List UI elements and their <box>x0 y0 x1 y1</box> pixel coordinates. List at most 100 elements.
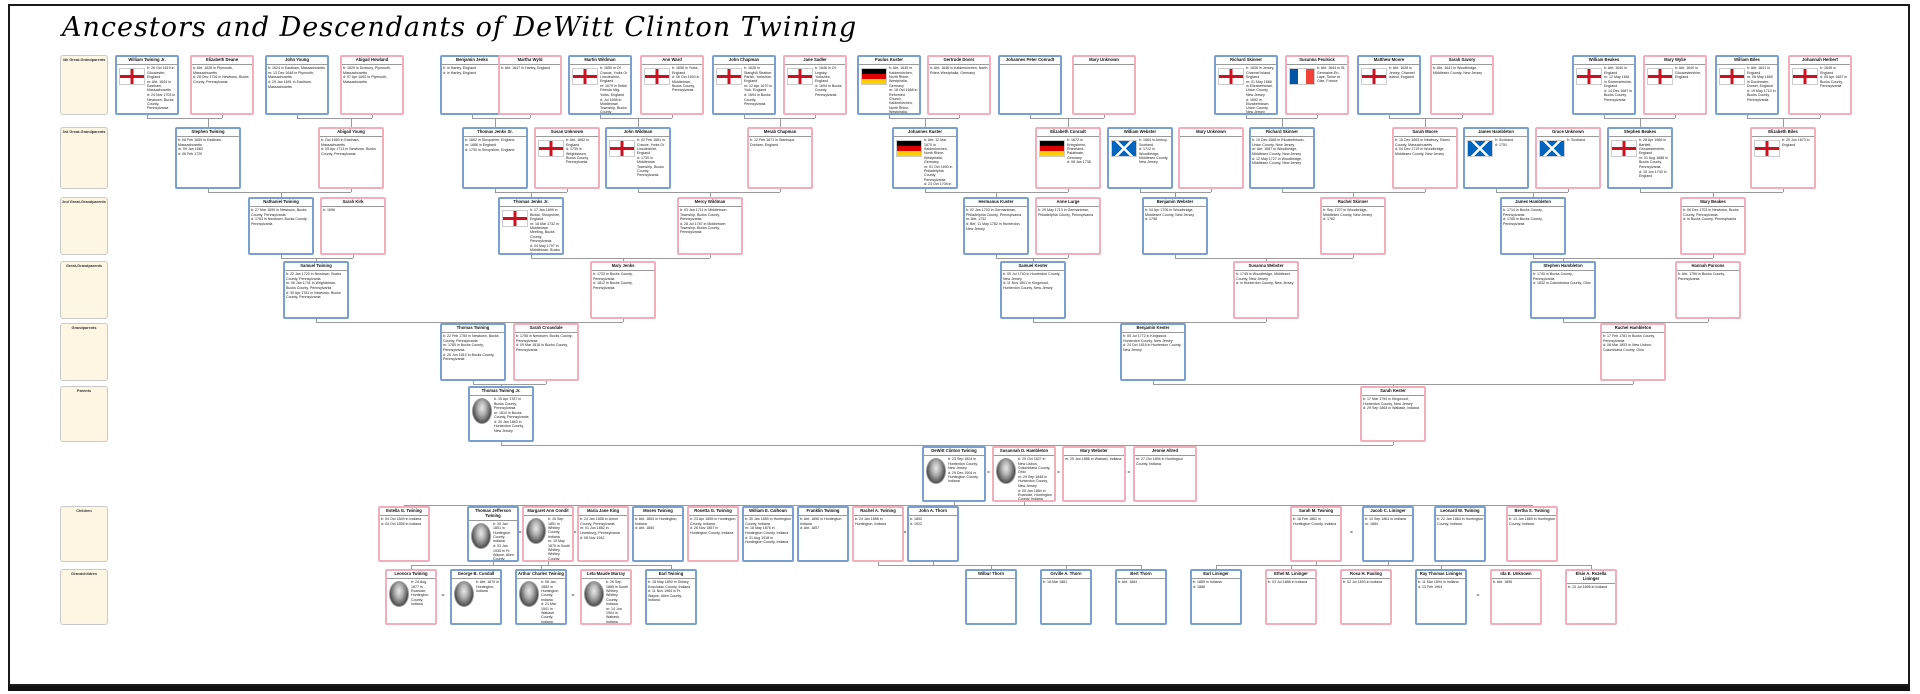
person-name: Arthur Charles Twining <box>517 571 565 580</box>
connector-line <box>1425 189 1426 192</box>
person-name: Thomas Jenks Sr. <box>464 129 526 138</box>
person-details: b: 22 Jan 1720 in Newtown, Bucks County,… <box>285 271 347 300</box>
person-box[interactable]: Wilbur Thorn <box>965 569 1017 625</box>
person-box[interactable]: Thomas Jenks Sr.b: 1662 in Shropshire, E… <box>462 127 528 189</box>
life-event-line: b: 1664 in Amboy, Scotland <box>1139 138 1168 147</box>
person-box[interactable]: Mary Unknown <box>1178 127 1244 189</box>
person-box[interactable]: Johannes Peter Conradt <box>998 55 1062 115</box>
person-box[interactable]: Thomas Twining Jr.b: 15 Apr 1787 in Buck… <box>468 386 534 442</box>
person-box[interactable]: Mary Unknown <box>1072 55 1136 115</box>
life-event-line: b: 23 Apr 1855 in Huntington County, Ind… <box>690 517 736 526</box>
person-box[interactable]: Thomas Jenks Jr.b: 17 Jan 1699 in Bickal… <box>498 197 564 255</box>
person-details: b: Abt. 1645 in Kaldenkirchen, North Rhi… <box>859 65 919 113</box>
person-name: Sarah Croasdale <box>515 325 577 334</box>
person-box[interactable]: William Twining Jr.b: 26 Oct 1619 in Glo… <box>115 55 179 115</box>
